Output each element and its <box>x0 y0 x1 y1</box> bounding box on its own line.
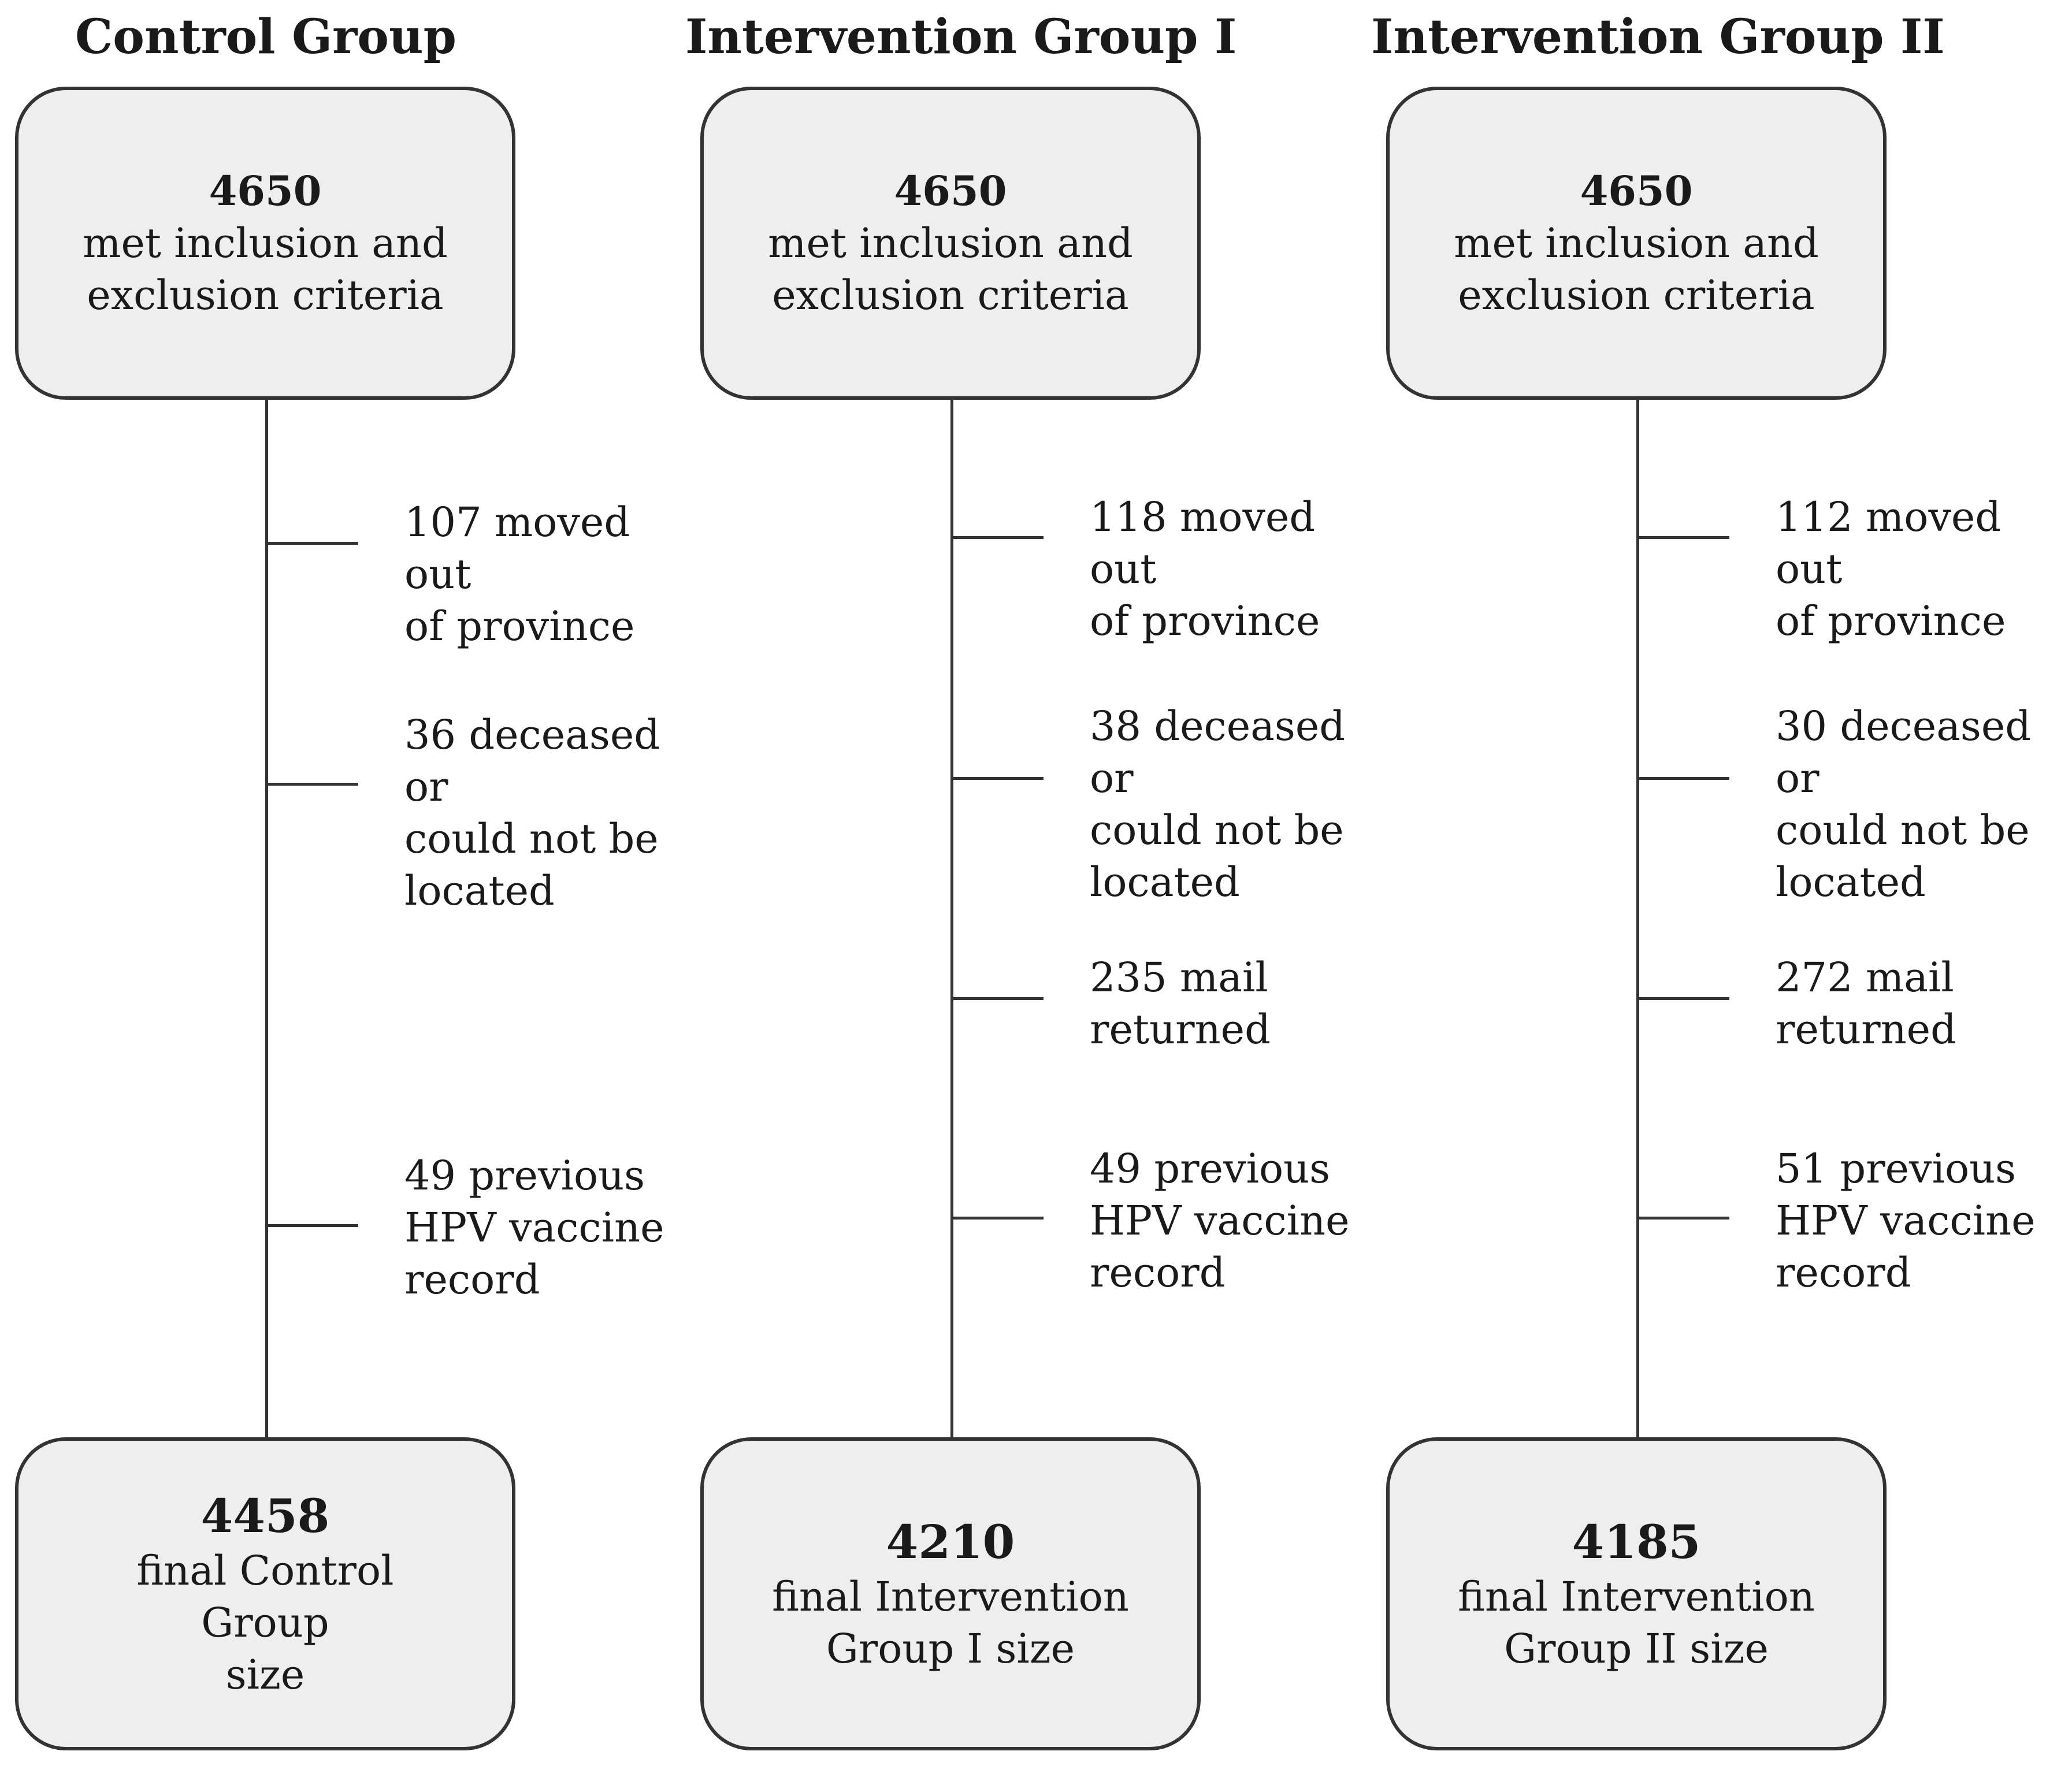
final-box: 4185 final Intervention Group II size <box>1386 1437 1887 1750</box>
exclusion-connector <box>1639 997 1729 1000</box>
final-label: final Control Group size <box>136 1547 394 1698</box>
exclusion-text: 112 moved out of province <box>1776 493 2006 645</box>
exclusion-text: 118 moved out of province <box>1090 493 1320 645</box>
exclusion-connector <box>1639 536 1729 539</box>
exclusion-text: 51 previous HPV vaccine record <box>1776 1145 2036 1296</box>
exclusion-text: 49 previous HPV vaccine record <box>404 1152 664 1303</box>
final-count: 4210 <box>886 1515 1015 1569</box>
group-column-control: Control Group 4650 met inclusion and exc… <box>0 0 670 1766</box>
flow-line <box>950 400 953 1437</box>
start-label: met inclusion and exclusion criteria <box>768 220 1133 319</box>
exclusion-text: 107 moved out of province <box>404 499 635 650</box>
group-title: Intervention Group I <box>685 9 1237 65</box>
exclusion-connector <box>268 1224 358 1227</box>
flow-line <box>1636 400 1639 1437</box>
exclusion-connector <box>1639 777 1729 780</box>
start-count: 4650 <box>1580 167 1693 215</box>
group-title: Intervention Group II <box>1371 9 1945 65</box>
exclusion-text: 235 mail returned <box>1090 954 1271 1053</box>
start-count: 4650 <box>209 167 322 215</box>
exclusion-text: 30 deceased or could not be located <box>1776 702 2032 906</box>
group-title: Control Group <box>75 9 456 65</box>
start-box: 4650 met inclusion and exclusion criteri… <box>700 87 1201 400</box>
final-label: final Intervention Group I size <box>772 1573 1129 1672</box>
exclusion-text: 38 deceased or could not be located <box>1090 702 1346 906</box>
exclusion-connector <box>953 1217 1044 1220</box>
exclusion-connector <box>268 783 358 786</box>
flow-line <box>265 400 268 1437</box>
group-column-intervention-2: Intervention Group II 4650 met inclusion… <box>1371 0 2041 1766</box>
exclusion-connector <box>953 997 1044 1000</box>
start-label: met inclusion and exclusion criteria <box>1454 220 1819 319</box>
final-count: 4458 <box>200 1489 330 1543</box>
final-box: 4210 final Intervention Group I size <box>700 1437 1201 1750</box>
start-count: 4650 <box>894 167 1007 215</box>
start-box: 4650 met inclusion and exclusion criteri… <box>1386 87 1887 400</box>
exclusion-text: 36 deceased or could not be located <box>404 711 660 914</box>
final-box: 4458 final Control Group size <box>15 1437 515 1750</box>
group-column-intervention-1: Intervention Group I 4650 met inclusion … <box>685 0 1356 1766</box>
start-label: met inclusion and exclusion criteria <box>83 220 448 319</box>
exclusion-connector <box>953 777 1044 780</box>
final-count: 4185 <box>1572 1515 1701 1569</box>
exclusion-connector <box>268 542 358 545</box>
exclusion-connector <box>953 536 1044 539</box>
exclusion-connector <box>1639 1217 1729 1220</box>
final-label: final Intervention Group II size <box>1458 1573 1815 1672</box>
exclusion-text: 49 previous HPV vaccine record <box>1090 1145 1350 1296</box>
exclusion-text: 272 mail returned <box>1776 954 1956 1053</box>
start-box: 4650 met inclusion and exclusion criteri… <box>15 87 515 400</box>
